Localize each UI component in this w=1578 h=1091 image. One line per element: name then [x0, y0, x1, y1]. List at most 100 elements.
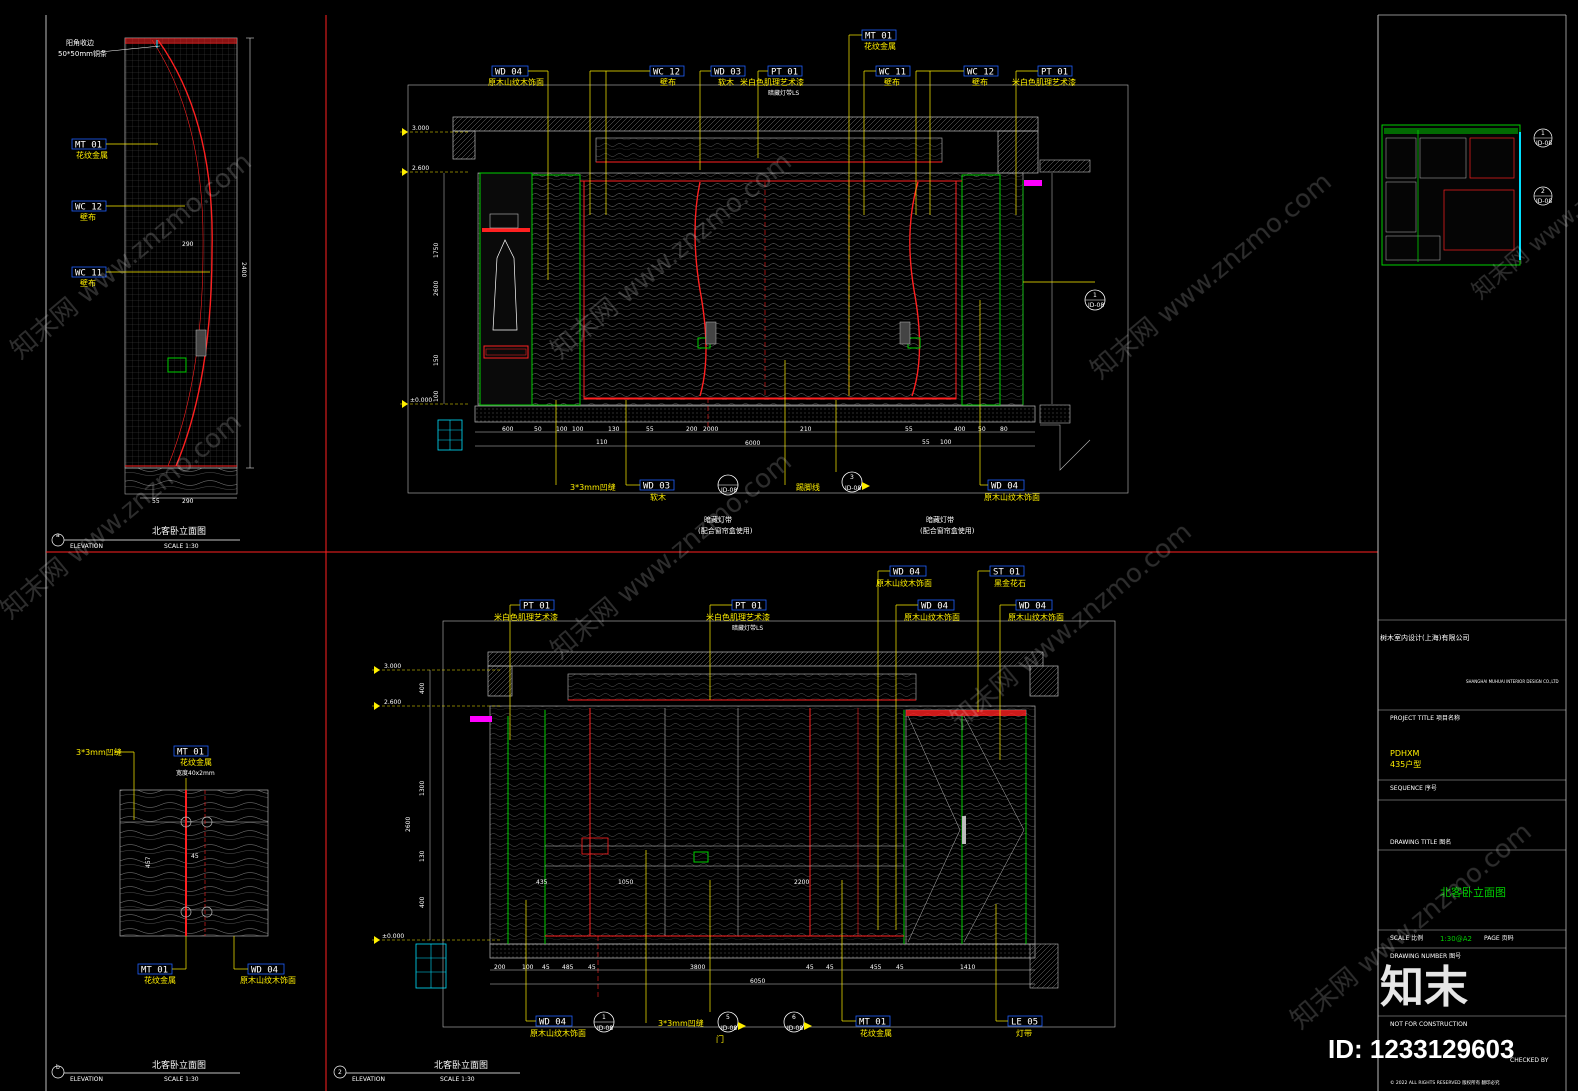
side-a-tag-mt01: MT 01 花纹金属	[71, 138, 158, 160]
elev2-levels: 3.000 2.600 ±0.000	[372, 663, 500, 944]
elev1-tag-pt01a: PT 01 米白色肌理艺术漆 暗藏灯带LS	[740, 65, 804, 158]
view-label-b: b 北客卧立面图 ELEVATION SCALE 1:30	[51, 1059, 240, 1083]
svg-text:花纹金属: 花纹金属	[864, 41, 896, 51]
svg-text:PT 01: PT 01	[735, 602, 762, 612]
svg-text:壁布: 壁布	[80, 278, 96, 288]
svg-text:ID-08: ID-08	[1536, 140, 1552, 147]
svg-text:ID-08: ID-08	[721, 487, 737, 494]
svg-text:2200: 2200	[794, 879, 809, 886]
not-for-construction: NOT FOR CONSTRUCTION	[1390, 1021, 1467, 1028]
elev2-tag-wd04c: WD 04 原木山纹木饰面	[999, 599, 1064, 760]
copyright: © 2022 ALL RIGHTS RESERVED 版权所有 翻印必究	[1390, 1079, 1500, 1086]
svg-text:SCALE 1:30: SCALE 1:30	[440, 1076, 475, 1083]
svg-text:1410: 1410	[960, 964, 975, 971]
svg-text:ID-08: ID-08	[845, 485, 861, 492]
svg-text:130: 130	[608, 426, 620, 433]
drawing-title: 北客卧立面图	[1440, 885, 1506, 899]
elev1-section-c: ID-08	[717, 474, 739, 496]
view-label-2: 2 北客卧立面图 ELEVATION SCALE 1:30	[333, 1059, 520, 1083]
side-b-groove: 3*3mm凹缝	[76, 747, 122, 757]
elev1-tag-mt01: MT 01 花纹金属	[848, 29, 897, 396]
elev1-bottom-tags: WD 03 软木 WD 04 原木山纹木饰面 3*3mm凹缝 暗藏灯带 (配合窗…	[555, 300, 1040, 535]
page-label: PAGE 页码	[1484, 934, 1514, 942]
svg-text:原木山纹木饰面: 原木山纹木饰面	[240, 975, 296, 985]
svg-text:2600: 2600	[433, 281, 440, 296]
svg-text:ID-08: ID-08	[1536, 198, 1552, 205]
svg-text:45: 45	[542, 964, 550, 971]
side-a-note-2: 50*50mm铜条	[58, 49, 107, 58]
svg-text:2000: 2000	[703, 426, 718, 433]
svg-text:2.600: 2.600	[412, 165, 429, 172]
svg-text:MT 01: MT 01	[141, 966, 168, 976]
elev1-levels: 3.000 2.600 ±0.000	[400, 125, 470, 408]
svg-text:WD 04: WD 04	[251, 966, 278, 976]
svg-text:3800: 3800	[690, 964, 705, 971]
svg-text:WC 11: WC 11	[879, 68, 906, 78]
svg-text:花纹金属: 花纹金属	[76, 150, 108, 160]
elev1-section-1: 1 ID-08	[1023, 281, 1106, 311]
scale-label: SCALE 比例	[1390, 934, 1423, 942]
svg-text:45: 45	[896, 964, 904, 971]
elev1-section-3: 3 ID-08	[835, 400, 870, 493]
watermark-4: 知末网 www.znzmo.com	[545, 447, 797, 666]
sheet-frame	[45, 14, 1567, 1091]
svg-text:400: 400	[419, 896, 426, 908]
side-elevation-b: 45 457 3*3mm凹缝 MT 01 花纹金属 宽度40x2mm MT 01…	[51, 745, 296, 1083]
svg-text:ELEVATION: ELEVATION	[70, 1076, 103, 1083]
svg-text:100: 100	[433, 390, 440, 402]
svg-text:200: 200	[494, 964, 506, 971]
svg-text:45: 45	[588, 964, 596, 971]
elevation-1: 3.000 2.600 ±0.000 1750 2600 150 100 600…	[400, 29, 1129, 535]
svg-text:原木山纹木饰面: 原木山纹木饰面	[904, 612, 960, 622]
svg-text:PT 01: PT 01	[523, 602, 550, 612]
svg-text:400: 400	[954, 426, 966, 433]
svg-text:2: 2	[1541, 188, 1545, 195]
svg-text:55: 55	[646, 426, 654, 433]
company-name-en: SHANGHAI MUHUAI INTERIOR DESIGN CO.,LTD	[1466, 679, 1559, 684]
svg-text:WD 04: WD 04	[991, 482, 1018, 492]
side-a-dim-bottom-1: 55	[152, 498, 160, 505]
svg-text:210: 210	[800, 426, 812, 433]
svg-text:宽度40x2mm: 宽度40x2mm	[176, 769, 215, 777]
side-a-tag-wc11: WC 11 壁布	[71, 266, 210, 288]
svg-text:6050: 6050	[750, 978, 765, 985]
sequence-label: SEQUENCE 序号	[1390, 784, 1437, 792]
svg-text:ID-08: ID-08	[721, 1025, 737, 1032]
svg-text:WD 04: WD 04	[539, 1018, 566, 1028]
svg-text:壁布: 壁布	[972, 77, 988, 87]
brand-id: ID: 1233129603	[1328, 1034, 1514, 1064]
svg-text:米白色肌理艺术漆: 米白色肌理艺术漆	[494, 612, 558, 622]
drawing-number-label: DRAWING NUMBER 图号	[1390, 953, 1461, 960]
elev1-bottom-tag-wd04: WD 04 原木山纹木饰面	[979, 300, 1040, 502]
svg-text:MT 01: MT 01	[75, 141, 102, 151]
side-a-dim-bottom-2: 290	[182, 498, 194, 505]
side-b-dim: 45	[191, 853, 199, 860]
svg-text:a: a	[56, 532, 60, 539]
svg-text:100: 100	[522, 964, 534, 971]
svg-text:SCALE 1:30: SCALE 1:30	[164, 543, 199, 550]
svg-text:PT 01: PT 01	[1041, 68, 1068, 78]
view-label-a: a 北客卧立面图 ELEVATION SCALE 1:30	[51, 525, 240, 550]
elev1-tag-wd04: WD 04 原木山纹木饰面	[488, 65, 549, 280]
company-name: 树木室内设计(上海)有限公司	[1380, 633, 1469, 642]
svg-text:1050: 1050	[618, 879, 633, 886]
side-a-note-1: 阳角收边	[66, 38, 94, 47]
svg-text:花纹金属: 花纹金属	[144, 975, 176, 985]
svg-text:1: 1	[1541, 130, 1545, 137]
svg-text:45: 45	[826, 964, 834, 971]
svg-text:米白色肌理艺术漆: 米白色肌理艺术漆	[1012, 77, 1076, 87]
svg-text:WD 04: WD 04	[495, 68, 522, 78]
svg-text:50: 50	[978, 426, 986, 433]
svg-text:b: b	[56, 1064, 60, 1071]
svg-text:花纹金属: 花纹金属	[180, 757, 212, 767]
svg-text:壁布: 壁布	[660, 77, 676, 87]
svg-text:5: 5	[726, 1014, 730, 1021]
svg-text:WD 03: WD 03	[714, 68, 741, 78]
elev2-bottom-tag-wd04: WD 04 原木山纹木饰面	[525, 900, 586, 1038]
elev2-groove: 3*3mm凹缝	[658, 1018, 704, 1028]
svg-text:55: 55	[922, 439, 930, 446]
svg-text:150: 150	[433, 354, 440, 366]
elev1-led-note-1: 暗藏灯带	[704, 515, 732, 524]
svg-text:200: 200	[686, 426, 698, 433]
svg-text:WD 04: WD 04	[921, 602, 948, 612]
